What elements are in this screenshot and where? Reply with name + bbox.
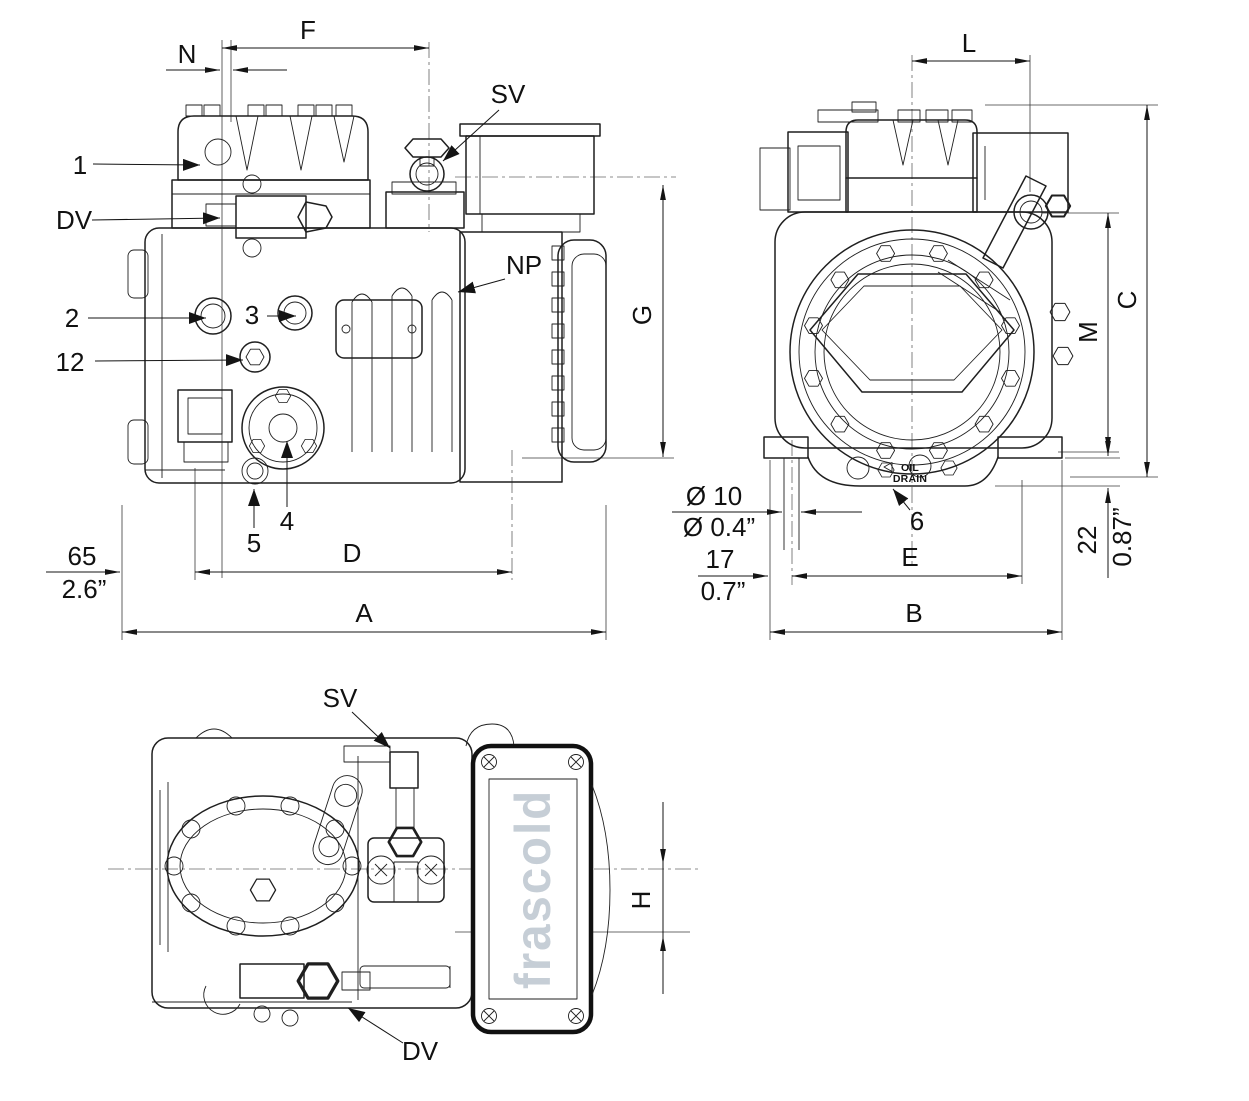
terminal-box-screws	[481, 754, 584, 1024]
leader-DV-front	[91, 212, 221, 225]
dim-label-d10-in: Ø 0.4”	[683, 512, 755, 542]
label-2: 2	[65, 303, 79, 333]
front-view-dimensions: F N SV 1 DV 2 3 12 NP 5 4 G	[46, 15, 666, 635]
dim-label-17-mm: 17	[706, 544, 735, 574]
sight-window	[809, 273, 1015, 393]
label-SV-top: SV	[323, 683, 358, 713]
side-view: OIL DRAIN L C M 22 0.87” Ø 10 Ø 0.4” 17 …	[672, 28, 1158, 640]
top-view-dimensions: SV H DV	[323, 683, 666, 1066]
dim-label-A: A	[355, 598, 373, 628]
dim-label-H: H	[626, 891, 656, 910]
discharge-valve-front	[205, 174, 333, 258]
dim-label-22-in: 0.87”	[1107, 507, 1137, 566]
label-1: 1	[73, 150, 87, 180]
oil-drain-triangle-icon	[883, 462, 893, 472]
label-12: 12	[56, 347, 85, 377]
lifting-bracket	[312, 775, 363, 866]
cover-bolts	[164, 796, 362, 936]
label-DV-top: DV	[402, 1036, 439, 1066]
leader-SV-front	[442, 109, 500, 162]
dim-label-17-in: 0.7”	[701, 576, 746, 606]
discharge-valve-top	[203, 962, 451, 1027]
leader-6	[892, 488, 911, 511]
leader-1	[92, 158, 201, 171]
motor-cap-tabs	[551, 245, 565, 443]
head-bolts	[185, 104, 353, 117]
side-view-part: OIL DRAIN	[759, 55, 1158, 640]
dim-label-E: E	[901, 542, 918, 572]
dim-label-B: B	[905, 598, 922, 628]
label-DV-front: DV	[56, 205, 93, 235]
dim-label-C: C	[1112, 291, 1142, 310]
label-3: 3	[245, 300, 259, 330]
leader-DV-top	[347, 1007, 404, 1044]
side-view-dimensions: L C M 22 0.87” Ø 10 Ø 0.4” 17 0.7” E B 6	[672, 28, 1150, 635]
label-NP: NP	[506, 250, 542, 280]
label-SV-front: SV	[491, 79, 526, 109]
oil-drain-text-line1: OIL	[901, 462, 919, 474]
safety-valve-front	[385, 138, 465, 229]
dim-label-65-mm: 65	[68, 541, 97, 571]
front-view-part	[121, 40, 676, 640]
leader-12	[94, 354, 244, 367]
dim-label-d10-mm: Ø 10	[686, 481, 742, 511]
oil-pump	[241, 386, 325, 470]
oil-drain-text-line2: DRAIN	[893, 473, 927, 485]
label-6: 6	[910, 506, 924, 536]
dim-label-65-in: 2.6”	[62, 574, 107, 604]
dim-label-L: L	[962, 28, 976, 58]
dim-label-N: N	[178, 39, 197, 69]
dim-label-F: F	[300, 15, 316, 45]
dim-label-D: D	[343, 538, 362, 568]
safety-valve-top	[343, 745, 446, 903]
dim-label-M: M	[1073, 321, 1103, 343]
suction-ribs	[351, 287, 453, 452]
nameplate	[335, 299, 423, 359]
leader-NP	[457, 278, 506, 294]
frascold-logo: frascold	[505, 789, 561, 989]
safety-valve-side	[937, 175, 1072, 313]
top-view-part: frascold	[108, 723, 700, 1035]
top-view: frascold SV H DV	[108, 683, 700, 1066]
front-view: F N SV 1 DV 2 3 12 NP 5 4 G	[46, 15, 676, 640]
leader-SV-top	[351, 711, 391, 749]
terminal-box: frascold	[470, 743, 611, 1035]
dim-label-G: G	[627, 305, 657, 325]
label-4: 4	[280, 506, 294, 536]
label-5: 5	[247, 528, 261, 558]
dim-label-22-mm: 22	[1072, 526, 1102, 555]
